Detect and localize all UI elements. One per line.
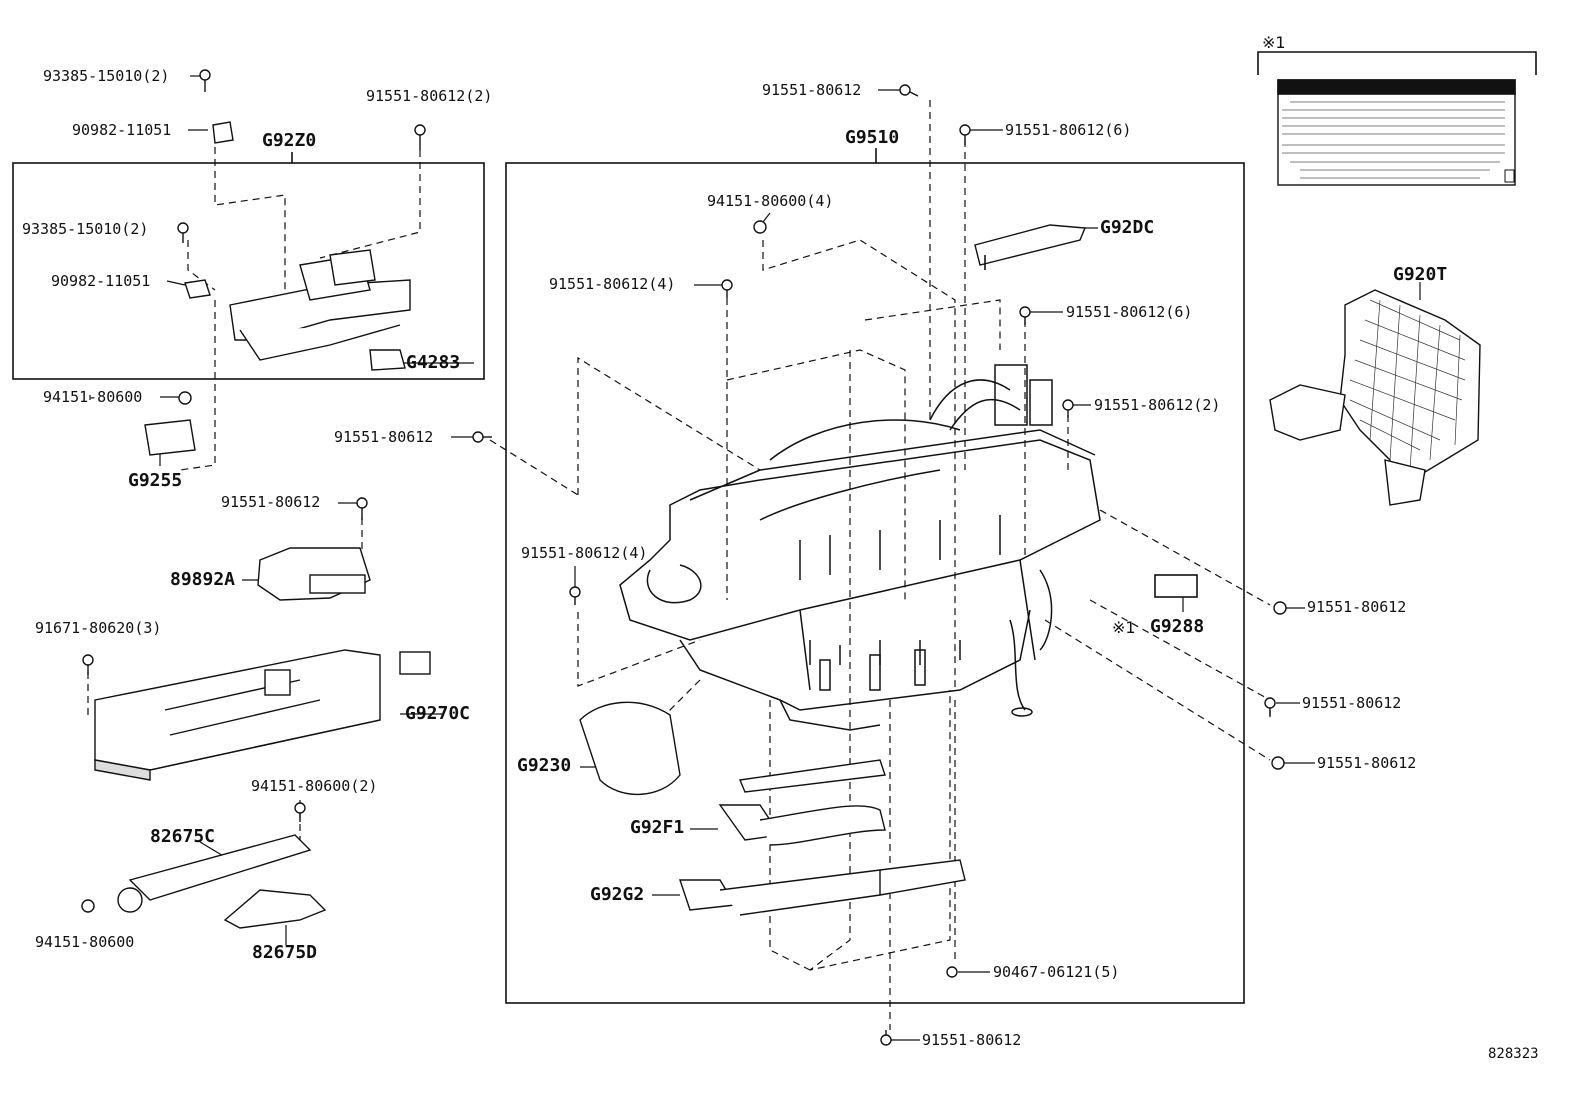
g9288-tag [1154, 574, 1198, 598]
group-label-g92z0: G92Z0 [262, 130, 317, 151]
group-box-g92z0 [12, 162, 485, 380]
part-label[interactable]: 91551-80612 [221, 493, 321, 511]
part-label[interactable]: 91551-80612(4) [521, 544, 648, 562]
part-label[interactable]: 89892A [170, 569, 236, 590]
part-label[interactable]: 91551-80612 [334, 428, 434, 446]
part-label[interactable]: 94151-80600 [43, 388, 143, 406]
g92dc-plate [974, 224, 1087, 266]
part-label[interactable]: 94151-80600 [35, 933, 135, 951]
part-label[interactable]: 91551-80612(2) [1094, 396, 1221, 414]
part-label[interactable]: 93385-15010(2) [22, 220, 149, 238]
part-label[interactable]: 91551-80612 [922, 1031, 1022, 1049]
part-label[interactable]: G92G2 [590, 884, 645, 905]
warning-label-icon [1257, 51, 1537, 186]
part-label[interactable]: 91551-80612(6) [1005, 121, 1132, 139]
part-label[interactable]: 93385-15010(2) [43, 67, 170, 85]
part-label[interactable]: 91551-80612 [762, 81, 862, 99]
part-label[interactable]: 91551-80612 [1302, 694, 1402, 712]
part-label[interactable]: 91551-80612(6) [1066, 303, 1193, 321]
part-label[interactable]: G920T [1393, 264, 1448, 285]
diagram-id: 828323 [1488, 1046, 1539, 1062]
part-label[interactable]: 94151-80600(4) [707, 192, 834, 210]
part-label[interactable]: G9230 [517, 755, 572, 776]
part-label[interactable]: 82675D [252, 942, 318, 963]
note-mark: ※1 [1262, 33, 1286, 52]
part-label[interactable]: 82675C [150, 826, 216, 847]
part-label[interactable]: 90982-11051 [51, 272, 151, 290]
part-label[interactable]: 91551-80612(2) [366, 87, 493, 105]
part-label[interactable]: 90982-11051 [72, 121, 172, 139]
left-parts-drawing [94, 121, 431, 929]
part-label[interactable]: G9270C [405, 703, 471, 724]
part-label[interactable]: G4283 [406, 352, 461, 373]
part-label[interactable]: G9288 [1150, 616, 1205, 637]
part-label[interactable]: 91551-80612 [1317, 754, 1417, 772]
note-mark-g9288: ※1 [1112, 618, 1136, 637]
part-label[interactable]: 91671-80620(3) [35, 619, 162, 637]
part-label[interactable]: 91551-80612 [1307, 598, 1407, 616]
part-label[interactable]: 94151-80600(2) [251, 777, 378, 795]
g920t-cover-drawing [1269, 289, 1481, 506]
part-label[interactable]: 90467-06121(5) [993, 963, 1120, 981]
group-label-g9510: G9510 [845, 127, 900, 148]
part-label[interactable]: G92F1 [630, 817, 685, 838]
lower-parts-drawing [579, 701, 966, 916]
part-label[interactable]: G9255 [128, 470, 183, 491]
part-label[interactable]: G92DC [1100, 217, 1155, 238]
alignment-lines [87, 100, 1271, 1030]
battery-assembly-drawing [619, 364, 1101, 731]
bolt-icons [81, 69, 1287, 1046]
group-box-g9510 [505, 162, 1245, 1004]
part-label[interactable]: 91551-80612(4) [549, 275, 676, 293]
